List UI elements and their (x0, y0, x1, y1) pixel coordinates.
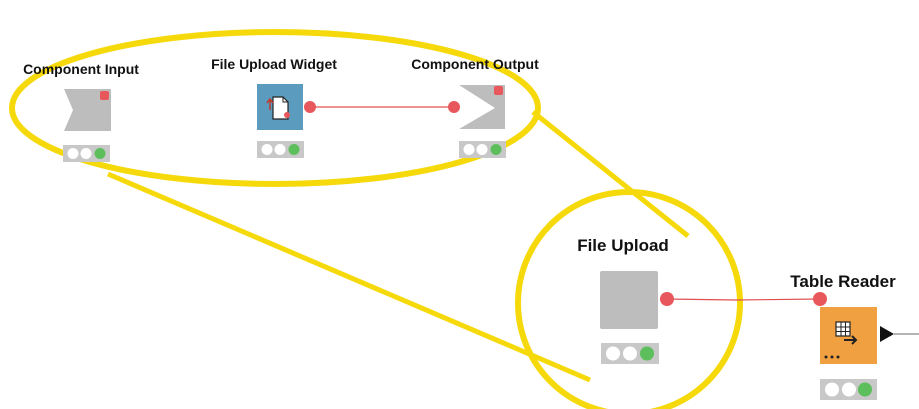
widget-small-port[interactable] (284, 112, 290, 118)
table-reader-output-port[interactable] (880, 326, 894, 342)
callout-line-right (531, 110, 690, 238)
callout-line-left (107, 171, 591, 383)
output-port[interactable] (494, 86, 503, 95)
callout-big-ellipse (9, 29, 541, 187)
input-port[interactable] (100, 91, 109, 100)
component-input-label: Component Input (23, 61, 139, 77)
zoom-callout (9, 29, 743, 409)
file-upload-component-status (601, 343, 659, 364)
file-upload-widget-node[interactable] (257, 84, 316, 130)
component-input-status (63, 145, 110, 162)
callout-small-circle (515, 189, 743, 409)
output-input-port[interactable] (448, 101, 460, 113)
table-reader-input-port[interactable] (813, 292, 827, 306)
file-upload-widget-status (257, 141, 304, 158)
file-upload-widget-label: File Upload Widget (211, 56, 337, 72)
more-options-icon[interactable] (824, 355, 840, 359)
file-upload-output-port[interactable] (660, 292, 674, 306)
file-upload-icon (266, 96, 289, 120)
component-output-node[interactable] (448, 85, 505, 129)
file-upload-label: File Upload (577, 236, 669, 255)
table-reader-status (820, 379, 877, 400)
table-reader-label: Table Reader (790, 272, 896, 291)
table-reader-node[interactable] (813, 292, 919, 364)
connection-upload-to-reader[interactable] (666, 298, 821, 301)
component-output-status (459, 141, 506, 158)
file-upload-component-node[interactable] (600, 271, 674, 329)
table-icon (835, 321, 858, 345)
widget-output-port[interactable] (304, 101, 316, 113)
component-input-node[interactable] (64, 89, 111, 131)
component-output-label: Component Output (411, 56, 539, 72)
